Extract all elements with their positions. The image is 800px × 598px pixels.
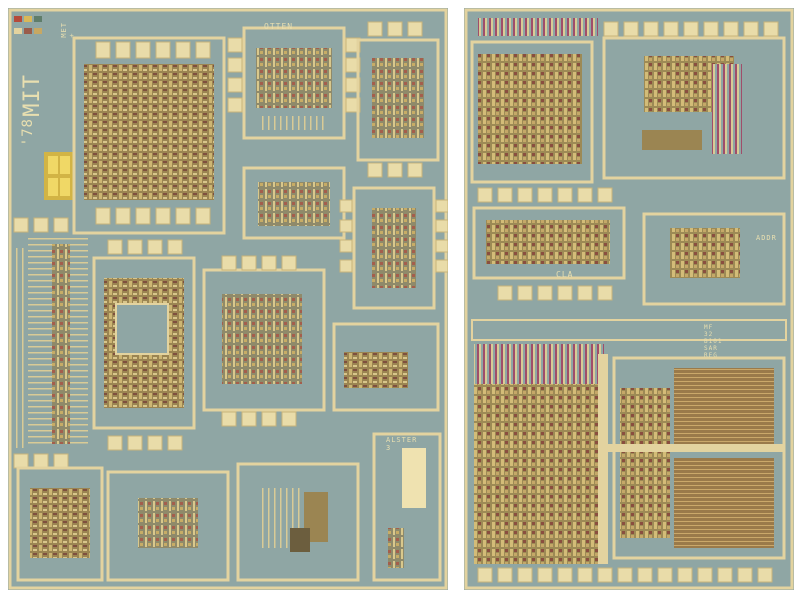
logic-block-middle-left bbox=[92, 239, 196, 451]
bottom-left-array bbox=[474, 354, 608, 564]
right-top-right-block bbox=[602, 21, 786, 180]
cla-marking: CLA bbox=[556, 270, 574, 279]
logic-block-right-middle bbox=[332, 186, 448, 412]
otten-marking: OTTEN bbox=[264, 22, 294, 31]
addr-block bbox=[642, 212, 786, 306]
right-die-layout bbox=[464, 8, 794, 590]
logic-block-top-right bbox=[356, 21, 440, 178]
otten-block bbox=[227, 26, 361, 140]
test-squares bbox=[44, 152, 74, 200]
cla-block bbox=[472, 187, 626, 301]
right-top-left-block bbox=[470, 18, 598, 184]
logic-block-center bbox=[202, 166, 346, 427]
register-strip-marking: MF 32 B101 SAR REG bbox=[704, 324, 723, 359]
left-die-layout bbox=[8, 8, 448, 590]
bottom-pad-row bbox=[477, 567, 773, 583]
left-bus-column bbox=[13, 217, 88, 469]
layer-code-marking: MET + bbox=[60, 22, 76, 38]
alignment-marks bbox=[14, 16, 42, 34]
bottom-right-arrays bbox=[604, 356, 786, 560]
mit-marking: MIT bbox=[20, 74, 45, 117]
bottom-center-block bbox=[236, 462, 360, 582]
bottom-left-block bbox=[16, 466, 104, 582]
bottom-middle-block bbox=[106, 470, 230, 582]
memory-array-top bbox=[72, 36, 226, 235]
year-marking: '78 bbox=[20, 118, 36, 147]
addr-marking: ADDR bbox=[756, 234, 777, 242]
alster-block bbox=[372, 432, 442, 582]
alster-marking: ALSTER 3 bbox=[386, 436, 418, 452]
register-strip bbox=[471, 319, 787, 384]
